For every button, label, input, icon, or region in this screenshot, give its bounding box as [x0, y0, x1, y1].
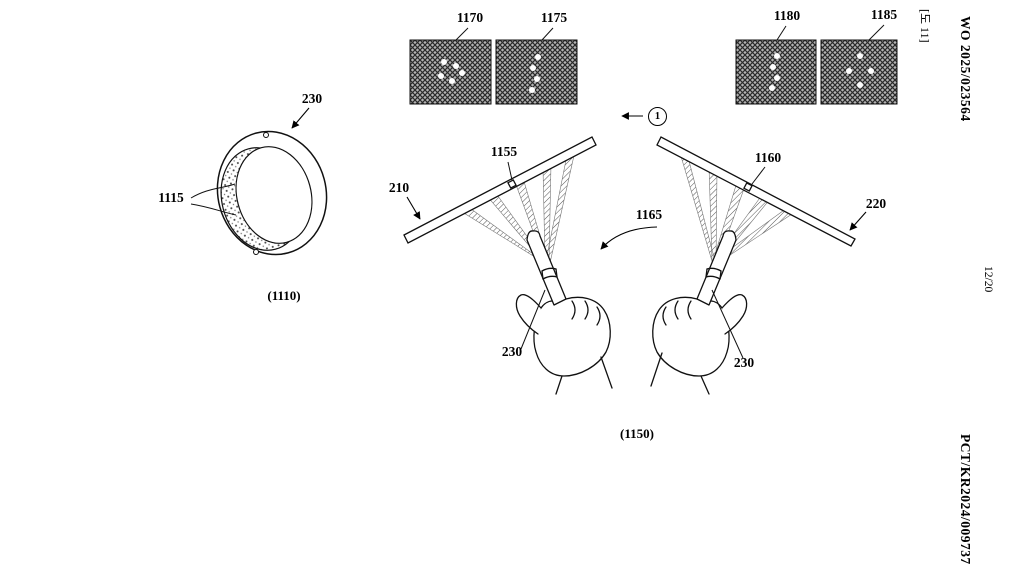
left-finger-ring	[541, 267, 558, 280]
page-number: 12/20	[982, 266, 994, 293]
arrow-220	[849, 211, 867, 231]
right-finger-ring	[705, 267, 722, 280]
ref-label-1155: 1155	[490, 144, 518, 159]
arrow-210	[406, 196, 421, 220]
ref-label-1160: 1160	[754, 150, 782, 165]
ref-label-1185: 1185	[870, 7, 898, 22]
ref-label-1175: 1175	[540, 10, 568, 25]
left-folded-fingers	[571, 300, 601, 326]
ref-label-230-left-hand: 230	[501, 344, 523, 359]
bars	[403, 136, 856, 247]
figure-number-label: [도 11]	[918, 9, 932, 43]
right-folded-fingers	[662, 300, 692, 326]
ref-label-1115: 1115	[158, 190, 184, 205]
pattern-square-1180	[735, 39, 817, 105]
pattern-square-1170	[409, 39, 492, 105]
ref-label-220: 220	[865, 196, 887, 211]
ref-label-230-right-hand: 230	[733, 355, 755, 370]
ring-rivet-bottom	[253, 249, 259, 255]
ref-label-210: 210	[388, 180, 410, 195]
caption-1150: (1150)	[620, 426, 654, 441]
arrow-1165	[600, 226, 658, 250]
left-wrist	[555, 356, 613, 395]
ref-label-230-ring: 230	[301, 91, 323, 106]
ref-label-1170: 1170	[456, 10, 484, 25]
arrow-230-ring	[291, 107, 310, 129]
right-thumb	[721, 293, 748, 335]
leader-1115-lower	[190, 203, 237, 216]
pattern-squares	[409, 39, 898, 105]
ring-drawing	[216, 130, 328, 256]
right-bar-marker	[743, 182, 753, 192]
ref-label-1180: 1180	[773, 8, 801, 23]
caption-1110: (1110)	[267, 288, 301, 303]
leader-lines	[190, 24, 885, 359]
leader-1115-upper	[190, 183, 236, 199]
pattern-square-1175	[495, 39, 578, 105]
right-bar	[656, 136, 856, 247]
beam-rays-right	[679, 152, 796, 266]
pattern-square-1185	[820, 39, 898, 105]
publication-number: WO 2025/023564	[958, 16, 973, 122]
step-marker-circle: 1	[648, 107, 667, 126]
left-index-finger	[526, 230, 567, 306]
left-bar	[403, 136, 597, 244]
arrow-leaders	[291, 107, 867, 250]
application-number: PCT/KR2024/009737	[958, 434, 973, 565]
right-index-finger	[696, 230, 737, 306]
right-hand-drawing	[650, 230, 748, 395]
ref-label-1165: 1165	[635, 207, 663, 222]
left-bar-marker	[507, 179, 517, 189]
ring-rivet-top	[263, 132, 269, 138]
left-hand-drawing	[515, 230, 613, 395]
right-wrist	[650, 352, 710, 395]
left-thumb	[515, 293, 542, 335]
pattern-dots	[438, 53, 874, 93]
